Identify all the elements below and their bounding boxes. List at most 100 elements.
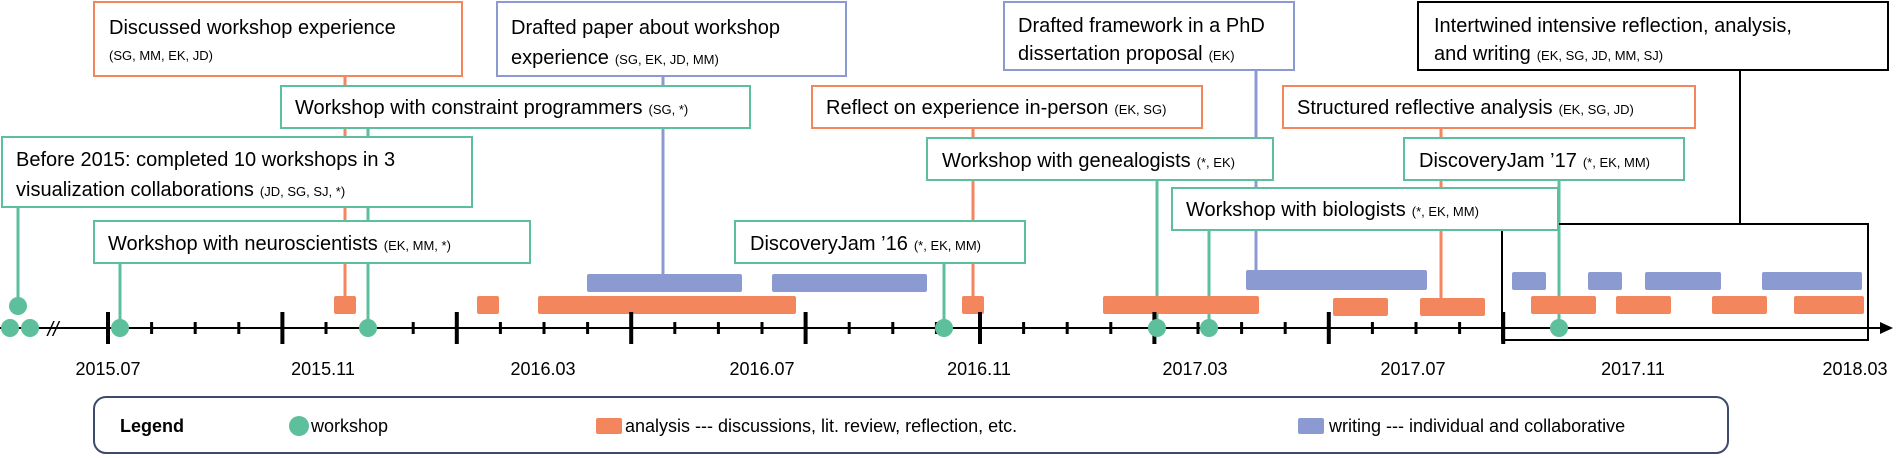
writing-bar [772,274,927,292]
tick-label: 2017.07 [1380,359,1445,379]
workshop-dot [1148,319,1166,337]
tick-label: 2015.07 [75,359,140,379]
writing-bar [1645,272,1721,290]
event-authors: (*, EK) [1197,155,1235,170]
tick-label: 2015.11 [291,359,355,379]
event-title: Workshop with biologists [1186,199,1406,221]
workshop-dot [1,319,19,337]
event-title-line2: visualization collaborations [16,179,254,201]
event-title: Drafted framework in a PhD [1018,15,1265,37]
tick-label: 2017.03 [1162,359,1227,379]
event-neuroscientists: Workshop with neuroscientists (EK, MM, *) [93,220,531,264]
workshop-dot [1550,319,1568,337]
event-authors: (EK, SG, JD) [1559,102,1634,117]
svg-text:Workshop with biologists(*, EK: Workshop with biologists (*, EK, MM) [1186,199,1479,221]
svg-text:Workshop with neuroscientists(: Workshop with neuroscientists (EK, MM, *) [108,233,451,255]
event-drafted-framework: Drafted framework in a PhD dissertation … [1003,1,1295,71]
writing-bar [1762,272,1862,290]
workshop-dot [111,319,129,337]
svg-text:(SG, MM, EK, JD): (SG, MM, EK, JD) [109,48,213,63]
writing-bar [1512,272,1546,290]
writing-bars [587,270,1862,292]
analysis-bar [1794,296,1864,314]
axis-arrow-icon [1880,322,1893,334]
intensive-period-box [1501,223,1869,341]
event-discussed-workshop: Discussed workshop experience (SG, MM, E… [93,1,463,77]
event-authors: (EK, SG) [1114,102,1166,117]
event-constraint-programmers: Workshop with constraint programmers (SG,… [280,85,751,129]
event-genealogists: Workshop with genealogists (*, EK) [926,137,1274,181]
analysis-bar [1616,296,1671,314]
axis-break-mark: // [45,319,61,341]
event-title: Workshop with genealogists [942,150,1191,172]
svg-text:Intertwined intensive reflecti: Intertwined intensive reflection, analys… [1434,15,1792,37]
axis-tick-labels: 2015.07 2015.11 2016.03 2016.07 2016.11 … [75,359,1887,379]
event-title-line2: and writing [1434,43,1531,65]
event-authors: (*, EK, MM) [1412,204,1479,219]
event-labels: Discussed workshop experience (SG, MM, E… [1,1,1889,264]
svg-text:and writing(EK, SG, JD, MM, SJ: and writing (EK, SG, JD, MM, SJ) [1434,43,1663,65]
legend-title: Legend [120,416,184,436]
event-authors: (JD, SG, SJ, *) [260,184,345,199]
event-discoveryjam-17: DiscoveryJam ’17 (*, EK, MM) [1403,137,1685,181]
legend-writing-label: writing --- individual and collaborative [1328,416,1625,436]
svg-text:DiscoveryJam ’17(*, EK, MM): DiscoveryJam ’17 (*, EK, MM) [1419,150,1650,172]
analysis-bar [477,296,499,314]
event-title: Reflect on experience in-person [826,97,1108,119]
svg-text:Workshop with genealogists(*,: Workshop with genealogists (*, EK) [942,150,1235,172]
event-authors: (EK) [1209,48,1235,63]
event-authors: (SG, *) [649,102,689,117]
analysis-bar [334,296,356,314]
event-drafted-paper: Drafted paper about workshop experience(… [496,1,847,77]
svg-text:Structured reflective analysis: Structured reflective analysis (EK, SG, J… [1297,97,1634,119]
svg-text:Before 2015: completed 10 work: Before 2015: completed 10 workshops in 3 [16,149,395,171]
svg-text:DiscoveryJam ’16(*, EK, MM): DiscoveryJam ’16(*, EK, MM) [750,233,981,255]
legend-workshop-label: workshop [310,416,388,436]
analysis-bar [538,296,796,314]
event-authors: (*, EK, MM) [914,238,981,253]
event-title: Discussed workshop experience [109,17,396,39]
tick-label: 2018.03 [1822,359,1887,379]
event-title: Before 2015: completed 10 workshops in 3 [16,149,395,171]
event-authors: (EK, SG, JD, MM, SJ) [1537,48,1663,63]
svg-text:dissertation proposal(EK): dissertation proposal (EK) [1018,43,1235,65]
event-intertwined: Intertwined intensive reflection, analys… [1417,1,1889,71]
event-authors: (SG, EK, JD, MM) [615,52,719,67]
analysis-bar [962,296,984,314]
writing-bar [587,274,742,292]
event-title: Workshop with neuroscientists [108,233,378,255]
event-authors: (SG, MM, EK, JD) [109,48,213,63]
event-biologists: Workshop with biologists (*, EK, MM) [1171,187,1559,231]
tick-label: 2016.11 [947,359,1011,379]
analysis-bars [334,296,1864,316]
event-title: Drafted paper about workshop [511,17,780,39]
tick-label: 2017.11 [1601,359,1665,379]
event-authors: (*, EK, MM) [1583,155,1650,170]
event-title: Workshop with constraint programmers [295,97,643,119]
event-title-line2: dissertation proposal [1018,43,1203,65]
svg-text:Drafted paper about workshop: Drafted paper about workshop [511,17,780,39]
writing-bar [1246,270,1427,290]
legend-analysis-label: analysis --- discussions, lit. review, r… [625,416,1017,436]
legend-writing-swatch [1298,418,1324,434]
event-title: DiscoveryJam ’17 [1419,150,1577,172]
workshop-dots [1,297,1568,337]
analysis-bar [1531,296,1596,314]
event-reflect-in-person: Reflect on experience in-person (EK, SG) [811,85,1203,129]
legend-workshop-swatch [289,416,309,436]
analysis-bar [1712,296,1767,314]
legend-analysis-swatch [596,418,622,434]
analysis-bar [1333,298,1388,316]
workshop-dot [1200,319,1218,337]
svg-text:experience(SG, EK, JD, MM): experience(SG, EK, JD, MM) [511,47,719,69]
analysis-bar [1420,298,1485,316]
svg-text:Reflect on experience in-perso: Reflect on experience in-person (EK, SG) [826,97,1166,119]
event-discoveryjam-16: DiscoveryJam ’16(*, EK, MM) [734,220,1026,264]
analysis-bar [1103,296,1259,314]
tick-label: 2016.03 [510,359,575,379]
event-authors: (EK, MM, *) [384,238,451,253]
workshop-dot [359,319,377,337]
tick-label: 2016.07 [729,359,794,379]
event-title: Structured reflective analysis [1297,97,1553,119]
